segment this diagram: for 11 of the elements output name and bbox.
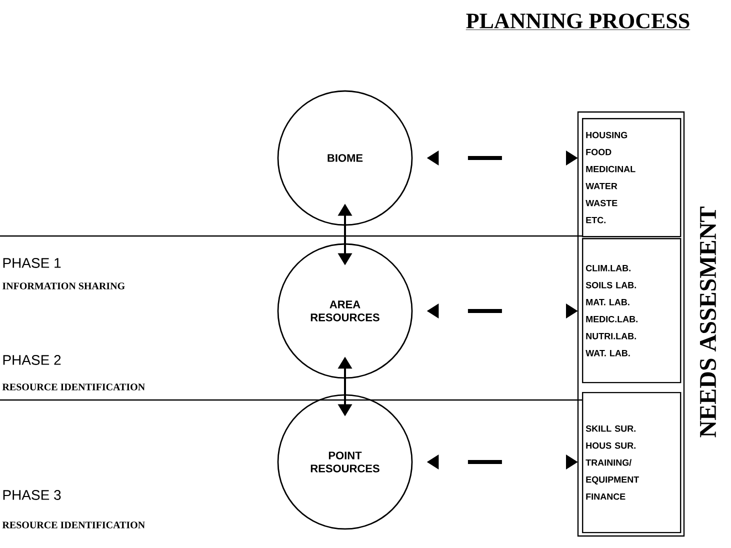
phase-subtitle: RESOURCE IDENTIFICATION [2, 384, 145, 390]
phase-subtitle: RESOURCE IDENTIFICATION [2, 522, 145, 528]
phase-subtitle: INFORMATION SHARING [2, 282, 125, 290]
list-box: HOUSING FOOD MEDICINAL WATER WASTE ETC. [582, 118, 682, 238]
title: PLANNING PROCESS [466, 14, 690, 30]
phase-label: PHASE 3 [3, 490, 61, 500]
phase-label: PHASE 2 [3, 355, 61, 365]
list-box: SKILL SUR. HOUS SUR. TRAINING/ EQUIPMENT FINANCE [582, 392, 682, 534]
phase-label: PHASE 1 [3, 258, 61, 268]
list-box: CLIM.LAB. SOILS LAB. MAT. LAB. MEDIC.LAB. NUTRI.LAB. WAT. LAB. [582, 238, 682, 384]
vertical-title: NEEDS ASSESMENT [700, 206, 716, 438]
